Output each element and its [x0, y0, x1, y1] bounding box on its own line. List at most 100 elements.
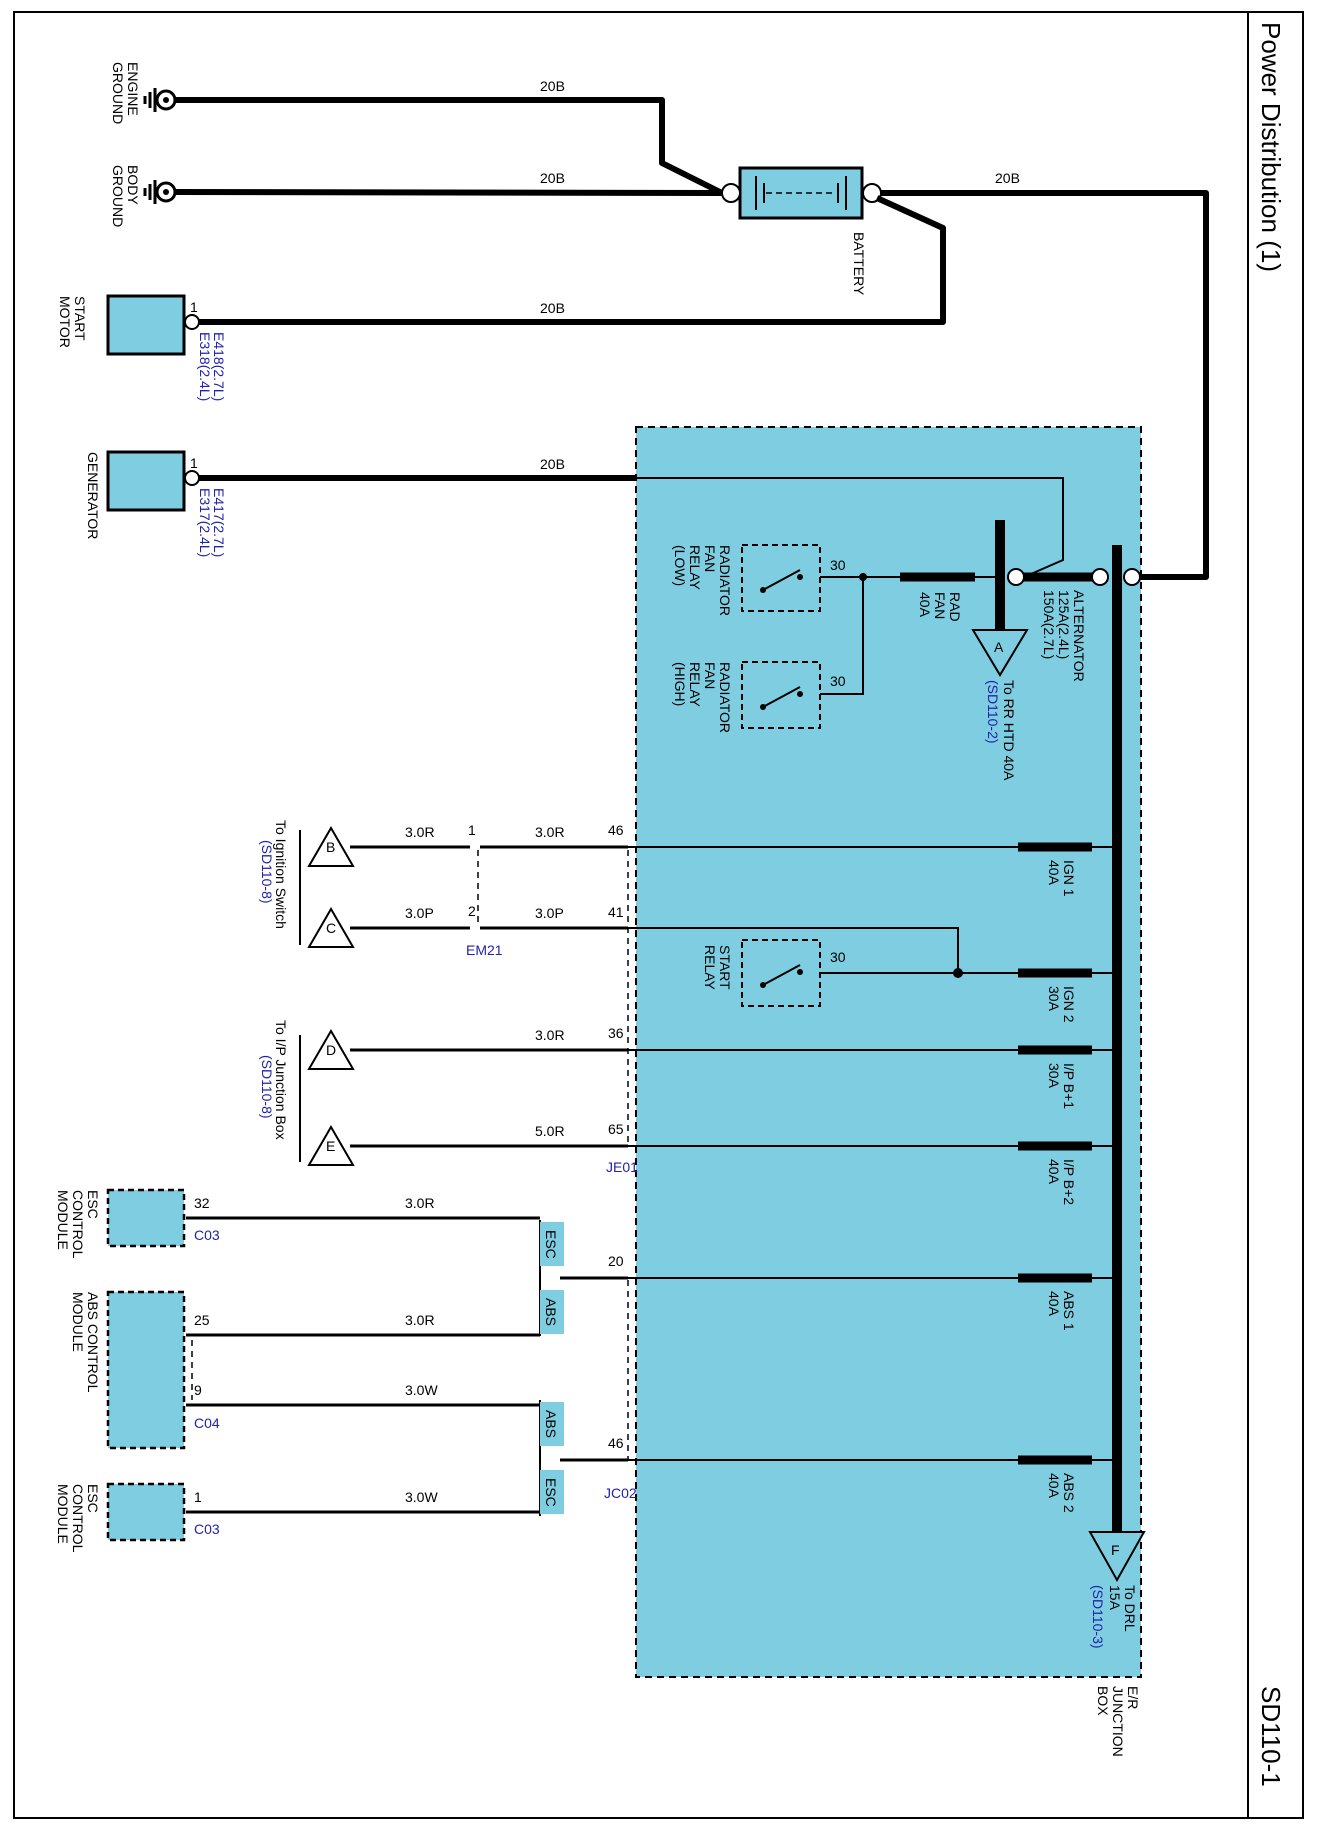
- tag-abs-1: [540, 1290, 564, 1334]
- wire-label-start-motor: 20B: [540, 300, 565, 316]
- start-motor-connector-27: E418(2.7L): [211, 332, 227, 401]
- start-relay: [741, 939, 821, 1007]
- ref-F-sd: (SD110-3): [1090, 1585, 1106, 1649]
- radiator-fan-relay-low: [741, 544, 821, 612]
- ref-B-letter: B: [326, 839, 335, 855]
- engine-ground-label: ENGINEGROUND: [110, 62, 141, 124]
- start-relay-label: STARTRELAY: [702, 945, 733, 991]
- connector-je01: JE01: [606, 1159, 638, 1175]
- wire-label-abs-9: 3.0W: [405, 1382, 438, 1398]
- ipb1-fuse-label: I/P B+130A: [1046, 1063, 1077, 1109]
- tag-abs-1-label: ABS: [543, 1298, 559, 1326]
- engine-ground-wire: [175, 97, 724, 196]
- generator-terminal: [184, 470, 200, 486]
- generator-connector-24: E317(2.4L): [197, 488, 213, 557]
- page-title: Power Distribution (1): [1256, 22, 1286, 272]
- battery-label: BATTERY: [851, 232, 867, 296]
- pin-36: 36: [608, 1025, 624, 1041]
- ref-ip-box-text: To I/P Junction Box: [273, 1020, 289, 1140]
- radiator-fan-relay-low-label: RADIATORFANRELAY(LOW): [672, 545, 733, 616]
- rad-fan-fuse-label: RADFAN40A: [917, 592, 963, 622]
- wire-label-ign2-b: 3.0P: [405, 905, 434, 921]
- connector-c04: C04: [194, 1415, 220, 1431]
- pin-c25: 25: [194, 1312, 210, 1328]
- tag-esc-1: [540, 1222, 564, 1266]
- ref-ip-box-sd: (SD110-8): [259, 1055, 275, 1119]
- abs2-fuse-label: ABS 240A: [1046, 1473, 1077, 1513]
- pin-46b: 46: [608, 1435, 624, 1451]
- wire-label-esc2: 3.0W: [405, 1489, 438, 1505]
- start-motor: [106, 294, 186, 356]
- wire-label-abs-25: 3.0R: [405, 1312, 435, 1328]
- tag-esc-2: [540, 1470, 564, 1514]
- generator-pin: 1: [190, 455, 198, 471]
- abs-control-module: [106, 1290, 186, 1450]
- battery-positive-wire: [881, 190, 1209, 580]
- wire-label-generator: 20B: [540, 456, 565, 472]
- generator: [106, 450, 186, 512]
- connector-jc02: JC02: [604, 1485, 637, 1501]
- body-ground-wire: [174, 189, 723, 196]
- engine-ground-symbol: [143, 88, 177, 112]
- esc-control-module-1: [106, 1188, 186, 1248]
- pin-41: 41: [608, 904, 624, 920]
- relay-high-feed-wire: [820, 577, 864, 695]
- start-motor-pin: 1: [190, 299, 198, 315]
- wire-label-engine-ground: 20B: [540, 78, 565, 94]
- alternator-fuse-terminal: [1007, 568, 1025, 586]
- battery-terminal-negative: [721, 183, 741, 203]
- start-relay-pin: 30: [830, 949, 846, 965]
- er-junction-box-label: E/RJUNCTIONBOX: [1095, 1686, 1141, 1757]
- start-motor-label: STARTMOTOR: [57, 296, 88, 348]
- esc-control-module-2: [106, 1482, 186, 1542]
- start-motor-wire: [192, 195, 946, 325]
- tag-abs-2-label: ABS: [543, 1410, 559, 1438]
- start-relay-bypass-wire: [628, 927, 959, 973]
- bus-terminal: [1123, 568, 1141, 586]
- wire-label-ipb2: 5.0R: [535, 1123, 565, 1139]
- radiator-fan-relay-high-label: RADIATORFANRELAY(HIGH): [672, 662, 733, 733]
- wire-label-battery: 20B: [995, 170, 1020, 186]
- pin-c1: 1: [194, 1489, 202, 1505]
- wire-label-ipb1: 3.0R: [535, 1027, 565, 1043]
- abs1-fuse-label: ABS 140A: [1046, 1291, 1077, 1331]
- pin-em-2: 2: [468, 903, 476, 919]
- tag-esc-1-label: ESC: [543, 1230, 559, 1259]
- relay-switch-arm: [762, 964, 801, 986]
- start-motor-connector-24: E318(2.4L): [197, 332, 213, 401]
- alternator-fuse-terminal: [1091, 568, 1109, 586]
- ref-F-triangle: [1088, 1531, 1146, 1583]
- relay-high-pin: 30: [830, 673, 846, 689]
- esc-control-module-1-label: ESCCONTROLMODULE: [55, 1190, 101, 1259]
- relay-switch-arm: [762, 569, 801, 591]
- body-ground-label: BODYGROUND: [110, 165, 141, 227]
- esc-control-module-2-label: ESCCONTROLMODULE: [55, 1484, 101, 1553]
- pin-c32: 32: [194, 1195, 210, 1211]
- ref-F-letter: F: [1111, 1542, 1120, 1558]
- ign1-fuse-label: IGN 140A: [1046, 860, 1077, 897]
- body-ground-symbol: [143, 180, 177, 204]
- ign2-fuse-label: IGN 230A: [1046, 986, 1077, 1023]
- ref-E-triangle: [307, 1125, 355, 1166]
- pin-c9: 9: [194, 1382, 202, 1398]
- connector-c03-b: C03: [194, 1521, 220, 1537]
- alternator-fuse-label: ALTERNATOR125A(2.4L)150A(2.7L): [1041, 590, 1087, 682]
- ref-C-letter: C: [326, 920, 336, 936]
- ref-B-triangle: [307, 826, 355, 867]
- ipb2-fuse-label: I/P B+240A: [1046, 1159, 1077, 1205]
- generator-connector-27: E417(2.7L): [211, 488, 227, 557]
- wire-label-ign1-b: 3.0R: [405, 824, 435, 840]
- generator-wire-inside: [636, 477, 1064, 578]
- page-frame: [13, 11, 1304, 1819]
- start-motor-terminal: [184, 314, 200, 330]
- ref-D-triangle: [307, 1029, 355, 1070]
- wire-label-esc1: 3.0R: [405, 1195, 435, 1211]
- pin-em-1: 1: [468, 822, 476, 838]
- pin-46a: 46: [608, 822, 624, 838]
- abs-control-module-label: ABS CONTROLMODULE: [70, 1292, 101, 1393]
- ref-A-letter: A: [994, 639, 1004, 655]
- connector-c03-a: C03: [194, 1227, 220, 1243]
- radiator-fan-relay-high: [741, 661, 821, 729]
